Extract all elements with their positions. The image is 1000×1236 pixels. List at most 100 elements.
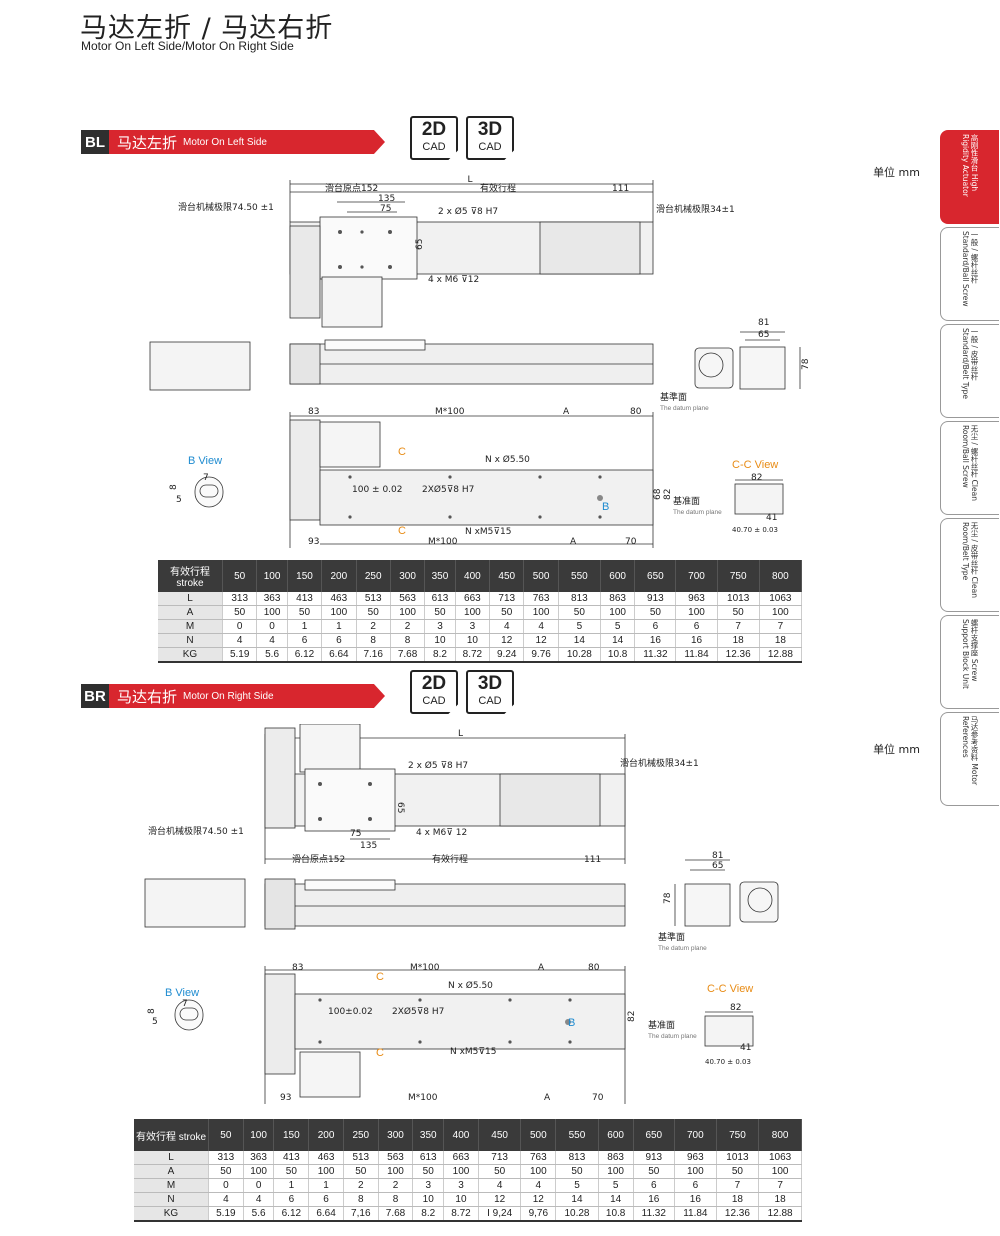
dim-slider-origin: 滑台原点152	[325, 182, 378, 194]
table-cell: 4	[222, 633, 258, 648]
dim-81: 81	[712, 851, 723, 861]
side-tab-high-rigidity[interactable]: 高刚性滑台 High Rigidity Actuator	[940, 130, 999, 224]
table-cell: 10	[412, 1192, 445, 1207]
table-header-stroke: 有效行程 stroke	[158, 560, 223, 592]
side-tab-standard-belt[interactable]: 一般 / 皮带丝杆 Standard/Belt Type	[940, 324, 999, 418]
table-cell: 0	[256, 619, 288, 634]
table-cell: 9.24	[489, 647, 525, 663]
table-header-stroke-value: 500	[523, 560, 559, 592]
cad-3d-label: 3D	[477, 673, 503, 694]
dim-nx550: N x Ø5.50	[485, 454, 530, 465]
section-code: BR	[81, 684, 109, 708]
b-view-title: B View	[165, 987, 199, 999]
cad-3d-button[interactable]: 3D CAD	[466, 670, 514, 714]
table-header-stroke-value: 650	[633, 1119, 676, 1151]
table-header-stroke-value: 500	[520, 1119, 557, 1151]
drawing-br-svg: L 2 x Ø5 ⊽8 H7 滑台机械极限34±1 65 4 x M6⊽ 12 …	[144, 724, 779, 1104]
table-cell: 50	[222, 605, 258, 620]
dim-slider-origin: 滑台原点152	[292, 853, 345, 865]
dim-limit-left: 滑台机械极限74.50 ±1	[148, 825, 244, 837]
table-cell: 5	[558, 619, 601, 634]
table-cell: 7	[717, 619, 760, 634]
table-cell: 5.6	[256, 647, 288, 663]
datum2-en: The datum plane	[648, 1033, 697, 1040]
table-cell: 50	[634, 605, 677, 620]
page-subtitle: Motor On Left Side/Motor On Right Side	[81, 39, 294, 53]
cad-2d-label: 2D	[421, 673, 447, 694]
table-cell: 7.68	[390, 647, 426, 663]
section-subtitle: Motor On Left Side	[183, 136, 267, 148]
table-cell: 100	[520, 1164, 557, 1179]
table-cell: 50	[633, 1164, 676, 1179]
side-tab-support-block[interactable]: 螺杆支撑座 Screw Support Block Unit	[940, 615, 999, 709]
table-cell: 7	[759, 619, 803, 634]
dim-tap-holes: 4 x M6⊽ 12	[416, 828, 467, 838]
table-cell: 50	[412, 1164, 445, 1179]
table-cell: 50	[287, 605, 323, 620]
table-cell: 11.32	[634, 647, 677, 663]
table-cell: 7,16	[343, 1206, 379, 1222]
side-tab-standard-ball-screw[interactable]: 一般 / 螺杆丝杆 Standard/Ball Screw	[940, 227, 999, 321]
side-tab-clean-belt[interactable]: 无尘 / 皮带丝杆 Clean Room/Belt Type	[940, 518, 999, 612]
table-cell: 6	[675, 619, 718, 634]
table-cell: 3	[455, 619, 491, 634]
side-tab-clean-ball-screw[interactable]: 无尘 / 螺杆丝杆 Clean Room/Ball Screw	[940, 421, 999, 515]
table-header-stroke-value: 350	[424, 560, 456, 592]
table-cell: 4	[523, 619, 559, 634]
dim-L: L	[458, 729, 463, 739]
table-cell: 1	[308, 1178, 344, 1193]
table-cell: 1013	[717, 592, 760, 606]
dim-nxm5: N xM5⊽15	[465, 527, 511, 537]
table-cell: 663	[443, 1151, 479, 1165]
dim-135: 135	[378, 194, 395, 204]
table-cell: 8.2	[412, 1206, 445, 1222]
cad-2d-button[interactable]: 2D CAD	[410, 116, 458, 160]
b-view-dim8: 8	[147, 1008, 157, 1014]
table-cell: 413	[273, 1151, 310, 1165]
table-cell: 813	[558, 592, 601, 606]
table-header-stroke-value: 350	[412, 1119, 445, 1151]
table-cell: 14	[600, 633, 636, 648]
dim-80: 80	[630, 407, 642, 417]
table-cell: 10.28	[558, 647, 601, 663]
table-header-stroke-value: 750	[716, 1119, 760, 1151]
b-view-dim5: 5	[176, 495, 182, 505]
table-cell: 100	[600, 605, 636, 620]
table-header-stroke-value: 150	[287, 560, 323, 592]
table-header-stroke-value: 800	[759, 560, 803, 592]
table-cell: 1	[321, 619, 357, 634]
table-cell: 7.68	[378, 1206, 414, 1222]
table-cell: 50	[356, 605, 391, 620]
table-cell: 12.88	[758, 1206, 802, 1222]
side-tab-label: 马达参考资料 Motor References	[961, 716, 979, 786]
table-cell: 0	[243, 1178, 275, 1193]
table-header-stroke-value: 100	[256, 560, 288, 592]
side-tab-label: 无尘 / 螺杆丝杆 Clean Room/Ball Screw	[961, 425, 979, 501]
table-cell: 3	[412, 1178, 445, 1193]
side-tab-motor-references[interactable]: 马达参考资料 Motor References	[940, 712, 999, 806]
datum-cn: 基準面	[658, 931, 685, 943]
table-cell: 913	[634, 592, 677, 606]
table-cell: 9.76	[523, 647, 559, 663]
table-cell: 100	[308, 1164, 344, 1179]
table-cell: 863	[598, 1151, 634, 1165]
dim-70: 70	[592, 1093, 604, 1103]
dim-82: 82	[663, 489, 673, 500]
table-cell: 50	[343, 1164, 379, 1179]
dim-limit-right: 滑台机械极限34±1	[620, 757, 699, 769]
cad-3d-button[interactable]: 3D CAD	[466, 116, 514, 160]
dim-65: 65	[395, 802, 405, 813]
table-cell: 5.19	[208, 1206, 244, 1222]
side-tab-label: 高刚性滑台 High Rigidity Actuator	[961, 134, 979, 197]
table-cell: 6	[634, 619, 677, 634]
table-cell: 6	[674, 1178, 717, 1193]
cad-2d-button[interactable]: 2D CAD	[410, 670, 458, 714]
datum2-en: The datum plane	[673, 509, 722, 516]
table-cell: 363	[243, 1151, 275, 1165]
